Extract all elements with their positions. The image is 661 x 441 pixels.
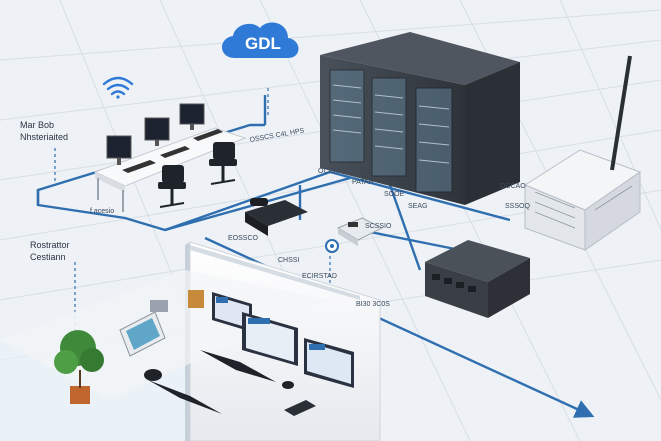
link-label-5: OCCAO <box>500 183 526 190</box>
phone-icon <box>245 198 308 236</box>
server-rack-icon <box>320 32 520 205</box>
reception-area <box>0 241 381 441</box>
keyboard-icon <box>148 350 276 414</box>
chair-icon <box>158 165 186 208</box>
office-area-label-line1: Mar Bob <box>20 120 54 130</box>
office-workstations <box>93 103 247 212</box>
link-label-4: SEAG <box>408 203 427 210</box>
link-label-2: PATAR <box>352 179 374 186</box>
rack-note-label: OSSCS C4L HPS <box>249 127 305 144</box>
antenna-icon <box>610 55 632 171</box>
link-label-11: BI30 3C0S <box>356 301 390 308</box>
link-label-10: SCSSIO <box>365 223 392 230</box>
reception-area-label-line2: Cestiann <box>30 252 66 262</box>
wifi-icon <box>102 76 134 99</box>
tablet-icon <box>119 311 166 357</box>
router-icon <box>523 55 642 251</box>
office-area-label-line2: Nhsteriaited <box>20 132 68 142</box>
link-label-3: SOOE <box>384 191 405 198</box>
link-label-6: SSSOQ <box>505 203 530 210</box>
monitor-icon <box>106 135 132 165</box>
device-icon <box>150 290 204 312</box>
voip-base-icon <box>336 217 384 246</box>
monitor-icon <box>179 103 205 130</box>
link-label-8: ECIRSTAD <box>302 273 337 280</box>
desk-note-label: f acesio <box>90 208 114 215</box>
keyboard-icon <box>122 129 223 173</box>
link-label-9: CHSSI <box>278 257 299 264</box>
smartphone-icon <box>284 400 316 416</box>
switch-icon <box>425 240 530 318</box>
network-node-icon <box>325 239 339 253</box>
monitor-icon <box>242 312 298 366</box>
link-label-1: OCCRI <box>318 168 341 175</box>
monitor-icon <box>144 117 170 146</box>
reception-area-label-line1: Rostrattor <box>30 240 70 250</box>
cloud-label: GDL <box>245 34 281 53</box>
link-label-7: EOSSCO <box>228 235 259 242</box>
chair-icon <box>209 142 237 185</box>
monitor-icon <box>304 338 354 388</box>
cloud-icon: GDL <box>221 22 299 58</box>
plant-icon <box>54 330 104 404</box>
mouse-icon <box>144 369 294 389</box>
